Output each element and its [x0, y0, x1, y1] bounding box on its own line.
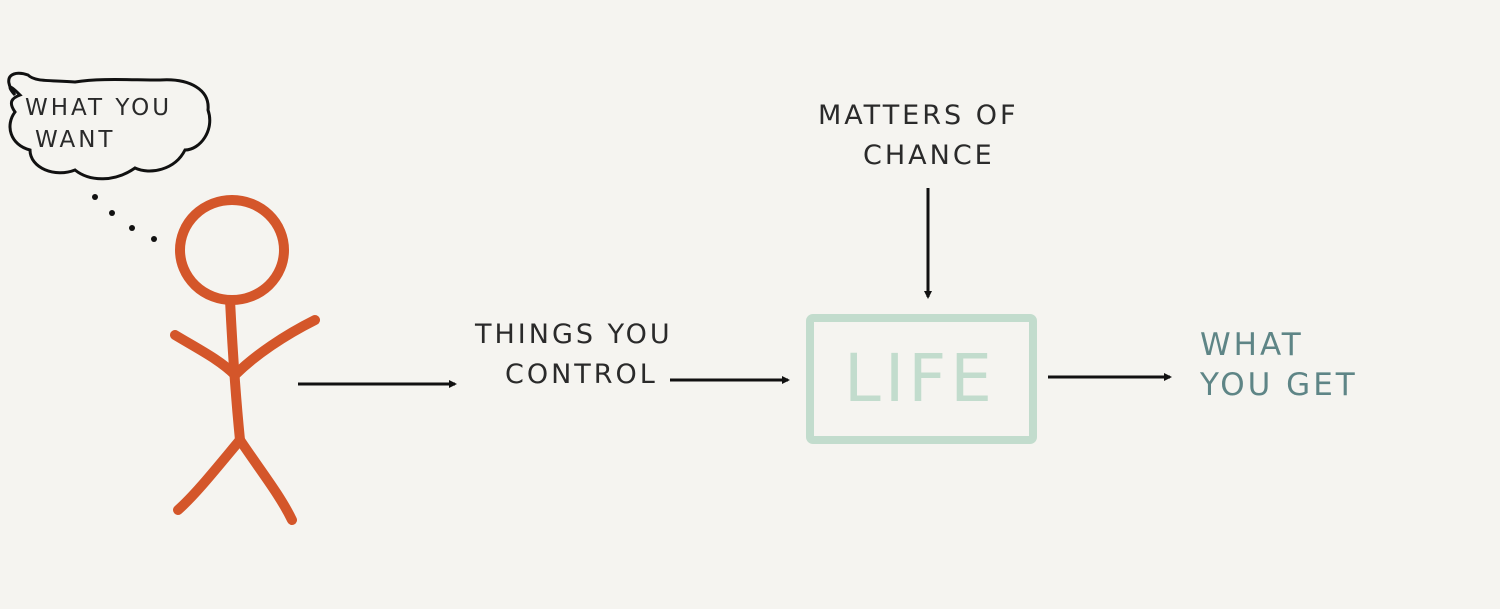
thought-line-1: What you: [25, 95, 173, 121]
chance-line-2: chance: [863, 140, 995, 171]
what-you-get-label: What you get: [1200, 325, 1358, 405]
result-line-1: What: [1200, 327, 1304, 363]
matters-of-chance-label: Matters of chance: [818, 96, 1019, 176]
thought-bubble-text: What you want: [25, 92, 172, 156]
life-box: [806, 314, 1037, 444]
stick-figure: [170, 195, 320, 525]
things-you-control-label: Things you control: [475, 315, 673, 395]
result-line-2: you get: [1200, 367, 1358, 403]
chance-line-1: Matters of: [818, 100, 1019, 131]
control-line-2: control: [505, 359, 658, 390]
control-line-1: Things you: [475, 319, 673, 350]
life-text: LIFE: [844, 339, 996, 417]
thought-bubble: [7, 71, 212, 242]
thought-line-2: want: [35, 127, 116, 153]
